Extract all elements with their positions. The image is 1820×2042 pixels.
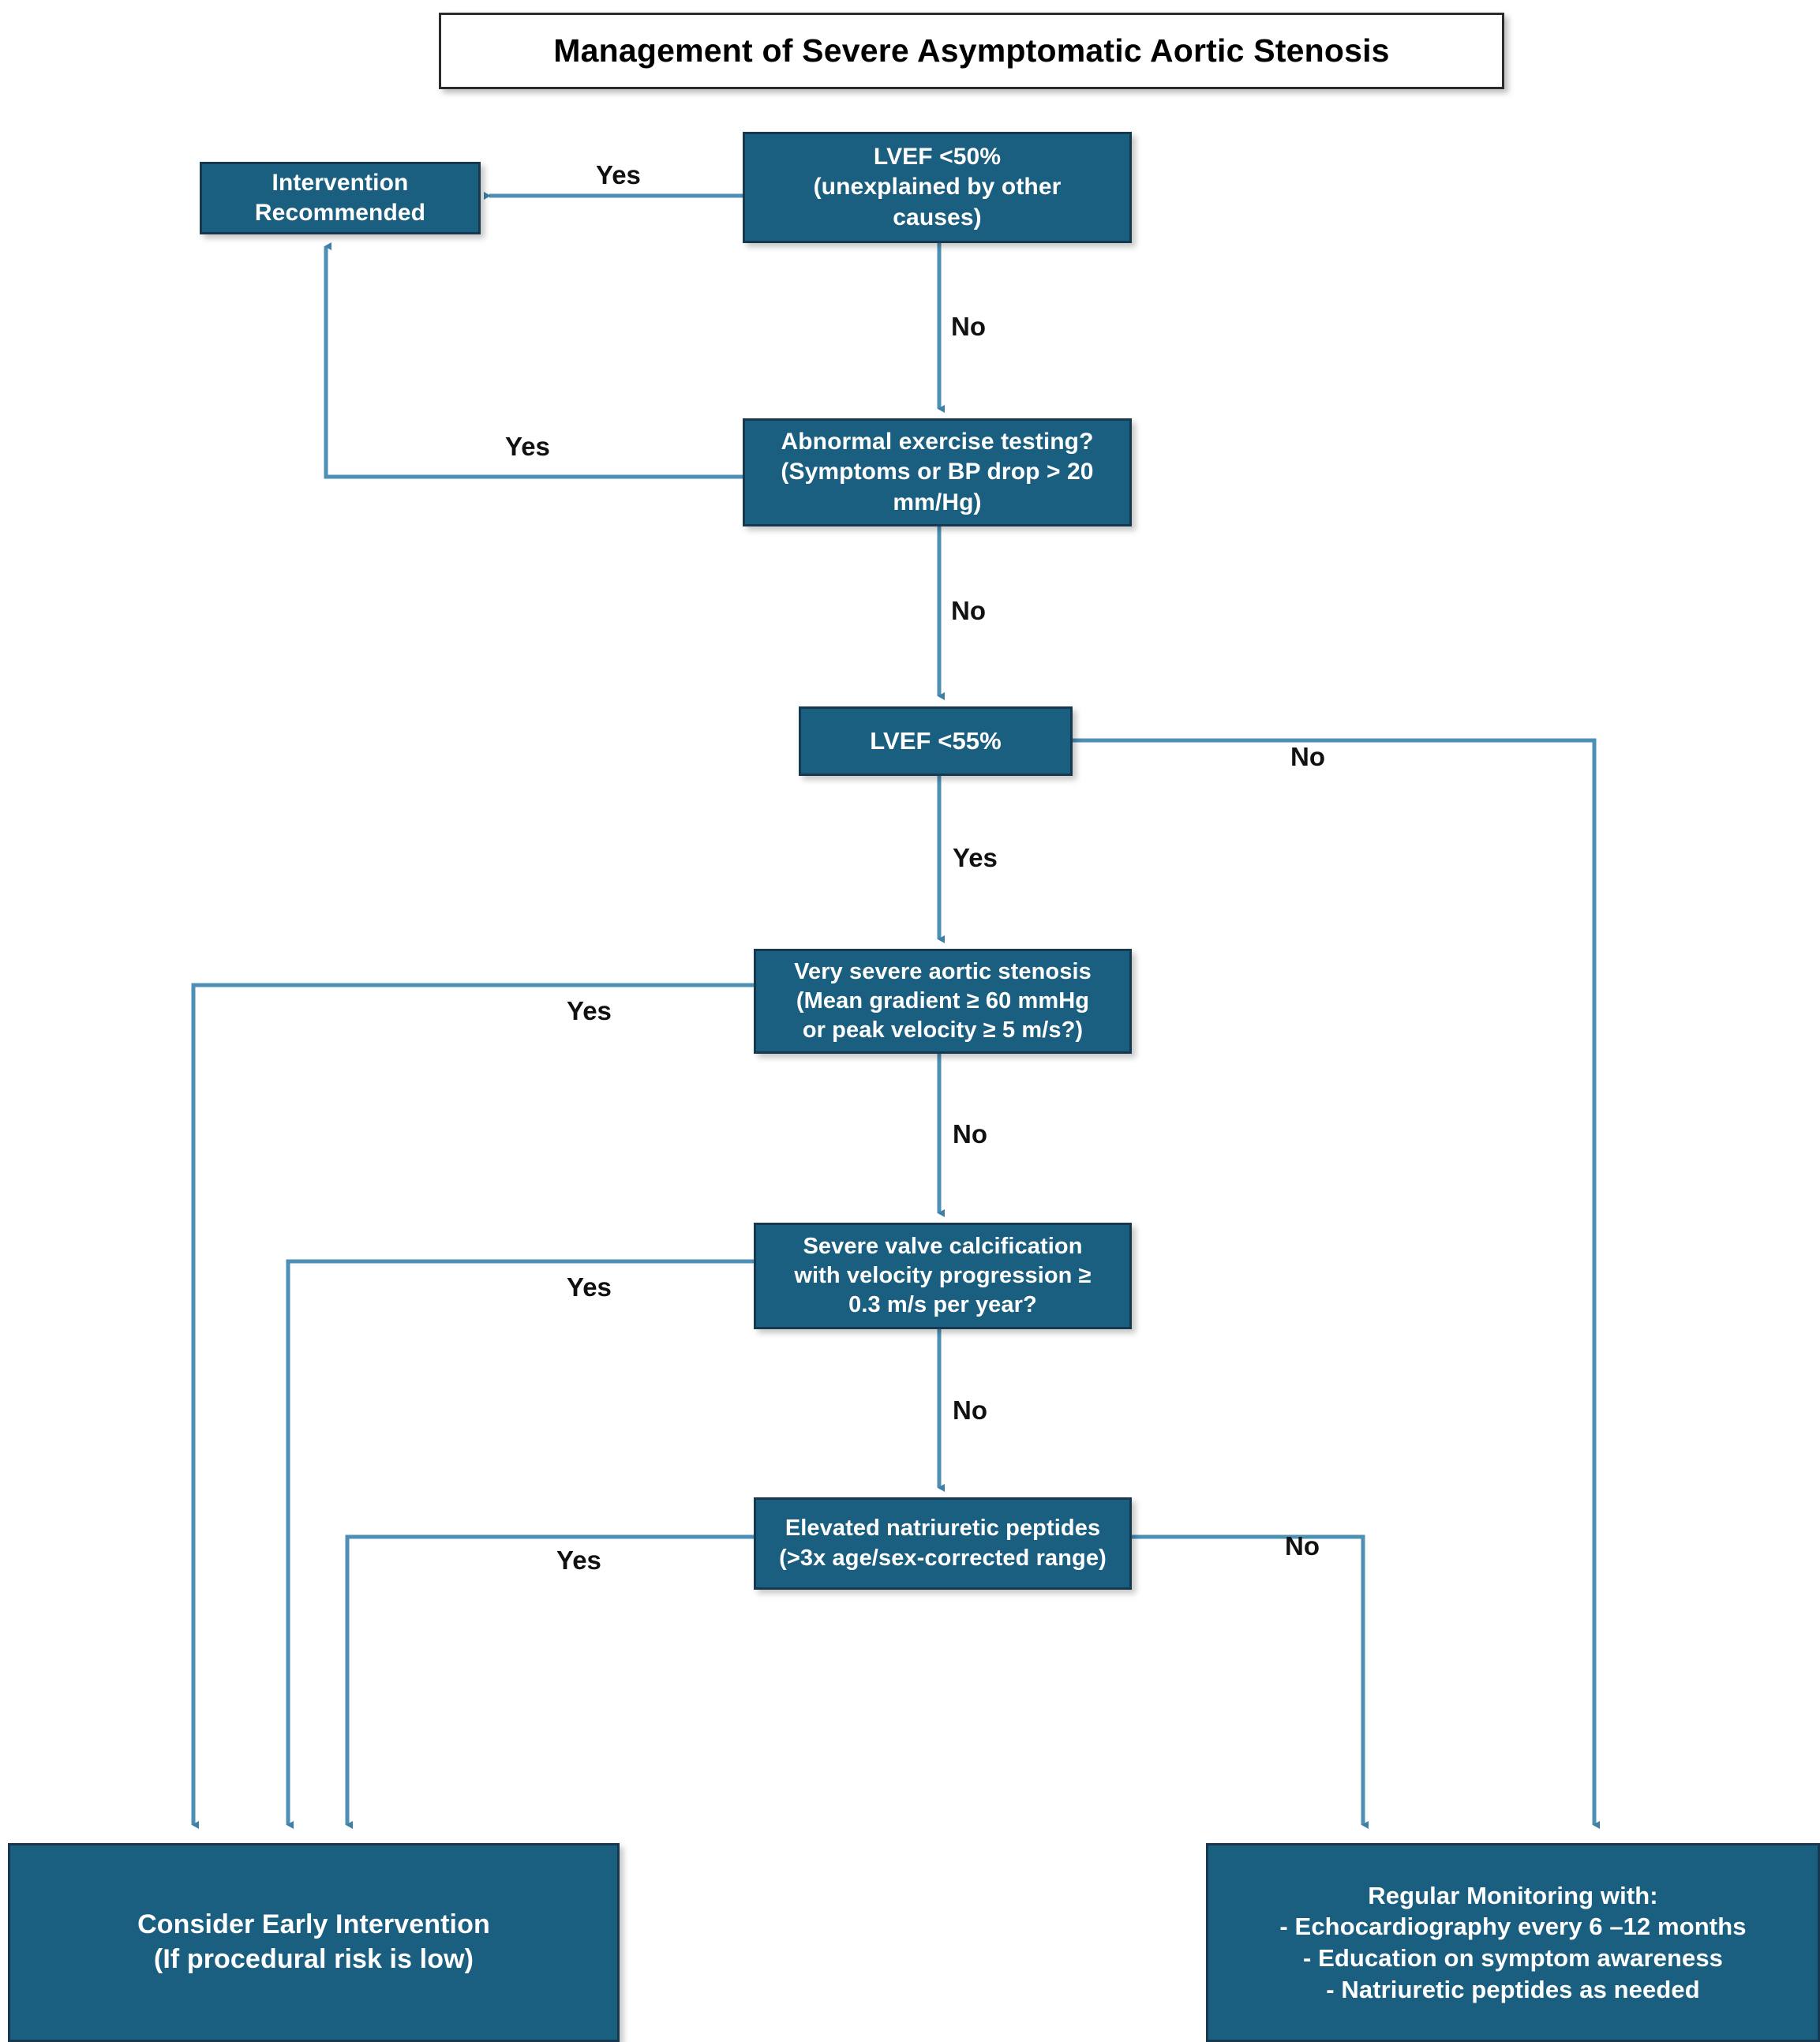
node-regular-monitoring-label: Regular Monitoring with: - Echocardiogra…	[1279, 1881, 1747, 2003]
chart-title-box: Management of Severe Asymptomatic Aortic…	[439, 13, 1504, 89]
edge-label-no-lvef50: No	[951, 312, 986, 341]
edge-label-no-natriuretic: No	[1285, 1531, 1320, 1561]
edge-label-no-very-severe: No	[953, 1119, 987, 1148]
node-consider-early-intervention[interactable]: Consider Early Intervention (If procedur…	[8, 1843, 620, 2042]
edge-label-yes-natriuretic: Yes	[556, 1546, 601, 1575]
chart-title: Management of Severe Asymptomatic Aortic…	[553, 32, 1390, 69]
node-intervention-recommended[interactable]: Intervention Recommended	[200, 162, 481, 234]
node-abnormal-exercise-testing[interactable]: Abnormal exercise testing? (Symptoms or …	[743, 418, 1132, 526]
edge-label-no-exercise: No	[951, 596, 986, 625]
node-abnormal-exercise-testing-label: Abnormal exercise testing? (Symptoms or …	[781, 428, 1094, 515]
node-consider-early-intervention-label: Consider Early Intervention (If procedur…	[137, 1909, 490, 1974]
node-intervention-recommended-label: Intervention Recommended	[254, 169, 426, 226]
node-lvef-50-label: LVEF <50% (unexplained by other causes)	[813, 143, 1062, 230]
edge-label-no-calcification: No	[953, 1396, 987, 1425]
node-lvef-55[interactable]: LVEF <55%	[799, 706, 1073, 776]
edge-verysevere-yes	[191, 983, 754, 1829]
edge-label-yes-calcification: Yes	[567, 1272, 612, 1302]
node-severe-valve-calcification-label: Severe valve calcification with velocity…	[794, 1233, 1092, 1318]
node-elevated-natriuretic-peptides[interactable]: Elevated natriuretic peptides (>3x age/s…	[754, 1497, 1132, 1590]
node-regular-monitoring[interactable]: Regular Monitoring with: - Echocardiogra…	[1206, 1843, 1820, 2042]
edge-label-yes-very-severe: Yes	[567, 996, 612, 1025]
edge-label-no-lvef55: No	[1290, 742, 1325, 771]
node-lvef-50[interactable]: LVEF <50% (unexplained by other causes)	[743, 132, 1132, 243]
edge-calcification-yes	[286, 1259, 754, 1829]
edge-natriuretic-no	[1132, 1534, 1369, 1829]
node-severe-valve-calcification[interactable]: Severe valve calcification with velocity…	[754, 1223, 1132, 1329]
edge-lvef55-no	[1073, 738, 1600, 1829]
edge-label-yes-exercise: Yes	[505, 432, 550, 461]
node-very-severe-aortic-stenosis-label: Very severe aortic stenosis (Mean gradie…	[794, 958, 1092, 1043]
node-elevated-natriuretic-peptides-label: Elevated natriuretic peptides (>3x age/s…	[779, 1516, 1107, 1571]
edge-label-yes-lvef50: Yes	[596, 160, 641, 189]
edge-natriuretic-yes	[345, 1534, 754, 1829]
edge-label-yes-lvef55: Yes	[953, 843, 998, 872]
node-very-severe-aortic-stenosis[interactable]: Very severe aortic stenosis (Mean gradie…	[754, 949, 1132, 1054]
node-lvef-55-label: LVEF <55%	[870, 727, 1002, 755]
